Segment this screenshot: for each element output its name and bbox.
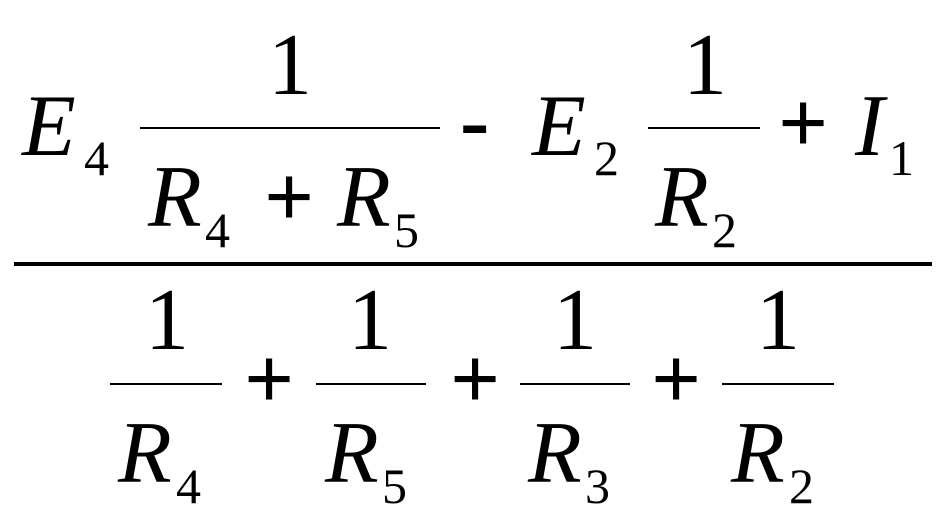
plus-operator: +: [778, 75, 828, 172]
den-plus-2: +: [450, 331, 500, 428]
numerator: E 4 1 R 4 + R 5 - E 2 1 R 2 + I 1: [20, 17, 914, 258]
den-plus-1: +: [244, 331, 294, 428]
den-term4-numerator: 1: [756, 272, 800, 369]
term1-fraction-numerator: 1: [268, 17, 312, 114]
term2-den-variable: R: [654, 149, 709, 246]
den-plus-3: +: [651, 331, 701, 428]
den-term1-variable: R: [117, 405, 172, 502]
term2-variable: E: [530, 78, 586, 175]
den-term2-variable: R: [324, 405, 379, 502]
denominator: 1 R 4 + 1 R 5 + 1 R 3 + 1 R 2: [110, 272, 834, 514]
term2-fraction-numerator: 1: [683, 17, 727, 114]
term1-den-variable-1: R: [147, 149, 202, 246]
term3-subscript: 1: [889, 130, 914, 186]
term2-den-subscript: 2: [712, 202, 737, 258]
den-term3-variable: R: [527, 405, 582, 502]
den-term4-subscript: 2: [789, 458, 814, 514]
term1-variable: E: [20, 78, 76, 175]
term1-den-plus: +: [264, 149, 314, 246]
term1-subscript: 4: [84, 130, 109, 186]
den-term3-subscript: 3: [585, 458, 610, 514]
term1-den-subscript-1: 4: [205, 202, 230, 258]
den-term2-numerator: 1: [348, 272, 392, 369]
den-term1-numerator: 1: [145, 272, 189, 369]
den-term3-numerator: 1: [553, 272, 597, 369]
den-term4-variable: R: [730, 405, 785, 502]
term2-subscript: 2: [594, 130, 619, 186]
term1-den-variable-2: R: [336, 149, 391, 246]
minus-operator: -: [460, 73, 489, 170]
den-term1-subscript: 4: [176, 458, 201, 514]
den-term2-subscript: 5: [382, 458, 407, 514]
term1-den-subscript-2: 5: [394, 202, 419, 258]
term3-variable: I: [854, 78, 888, 175]
